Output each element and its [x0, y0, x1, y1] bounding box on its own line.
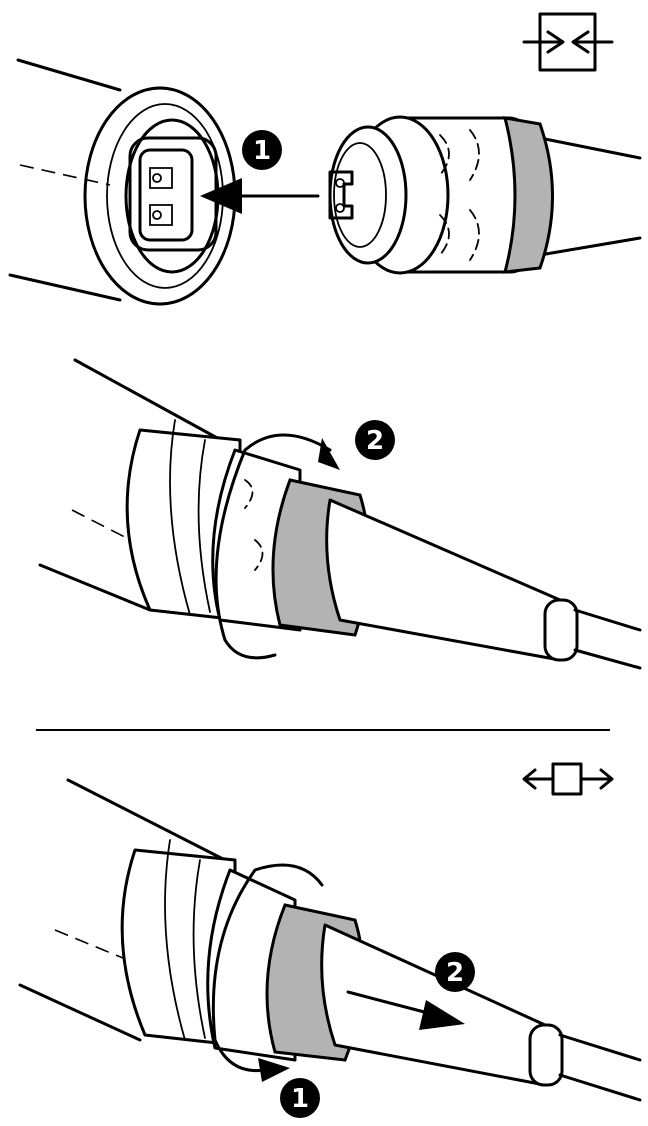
socket-body	[8, 58, 237, 306]
step-badge-label: 2	[366, 426, 384, 456]
rotate-lock-arrow-icon	[214, 433, 340, 660]
panel-lock: 2	[38, 358, 642, 670]
insert-arrow	[200, 178, 320, 214]
step-badge-unlock: 1	[280, 1078, 320, 1118]
step-badge-insert: 1	[242, 130, 282, 170]
step-badge-lock: 2	[355, 420, 395, 460]
panel-insert: 1	[8, 58, 642, 306]
step-badge-label: 2	[446, 958, 464, 988]
rotate-unlock-arrow-icon	[211, 863, 324, 1082]
panel-unlock: 2 1	[18, 778, 642, 1118]
step-badge-pull: 2	[435, 952, 475, 992]
connect-arrows-icon	[522, 12, 614, 72]
disconnect-arrows-icon	[522, 762, 614, 796]
step-badge-label: 1	[253, 136, 271, 166]
pull-arrow	[346, 990, 465, 1030]
plug-body	[328, 115, 642, 275]
step-badge-label: 1	[291, 1084, 309, 1114]
